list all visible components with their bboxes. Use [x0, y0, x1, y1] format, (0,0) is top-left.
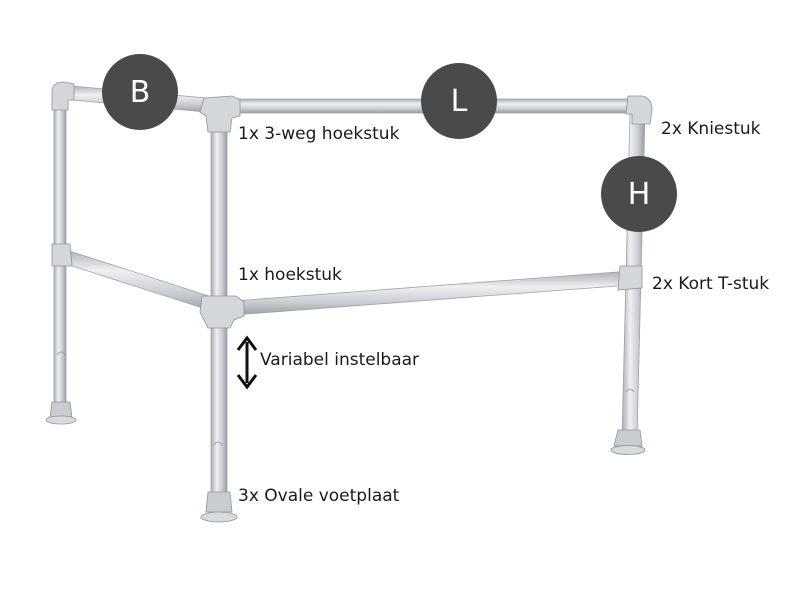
label-adjustable: Variabel instelbaar [260, 350, 420, 370]
badge-b: B [102, 54, 178, 130]
badge-l: L [421, 63, 497, 139]
short-tee-right [617, 265, 643, 291]
badge-h: H [601, 156, 677, 232]
three-way-corner-fitting [199, 95, 241, 133]
label-foot-plate: 3x Ovale voetplaat [238, 486, 400, 506]
corner-fitting [199, 295, 245, 329]
short-tee-left [51, 243, 73, 267]
elbow-fitting-left [51, 81, 75, 111]
label-short-tee: 2x Kort T-stuk [652, 274, 770, 294]
mid-rail-left [59, 247, 219, 314]
label-three-way-corner: 1x 3-weg hoekstuk [238, 124, 400, 144]
double-arrow-icon [236, 335, 258, 390]
label-elbow: 2x Kniestuk [661, 119, 761, 139]
elbow-fitting-right [625, 95, 653, 125]
label-corner: 1x hoekstuk [238, 265, 342, 285]
